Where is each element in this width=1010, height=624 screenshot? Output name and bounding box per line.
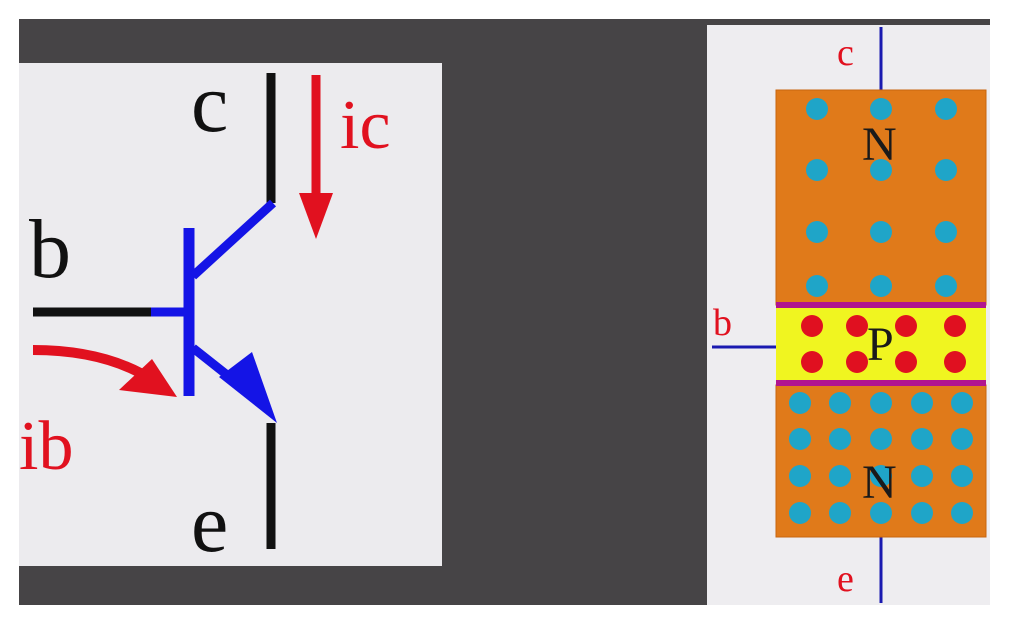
electron (951, 392, 973, 414)
ic-arrow-icon (299, 193, 333, 239)
electron (829, 392, 851, 414)
electron (789, 428, 811, 450)
electron (951, 428, 973, 450)
electron (870, 465, 892, 487)
hole (944, 351, 966, 373)
electron (789, 502, 811, 524)
hole (944, 315, 966, 337)
collector-diagonal (189, 199, 277, 280)
collector-label: c (837, 32, 854, 74)
lower-junction-boundary (776, 380, 986, 386)
electron (935, 221, 957, 243)
electron (870, 159, 892, 181)
electron (935, 159, 957, 181)
emitter-label: e (191, 477, 228, 566)
emitter-arrow-icon (219, 352, 277, 423)
collector-current-label: ic (340, 87, 391, 164)
electron (806, 98, 828, 120)
electron (870, 98, 892, 120)
collector-electrons (806, 98, 957, 297)
electron (789, 392, 811, 414)
top-region-label: N (862, 118, 897, 171)
electron (935, 275, 957, 297)
electron (789, 465, 811, 487)
hole (895, 351, 917, 373)
npn-structure-panel: c b e N P N (707, 25, 990, 605)
middle-region-label: P (867, 318, 894, 371)
electron (911, 392, 933, 414)
transistor-symbol-panel: c b e ic ib (19, 63, 442, 566)
hole (846, 315, 868, 337)
electron (829, 428, 851, 450)
base-label: b (713, 302, 732, 344)
electron (951, 465, 973, 487)
electron (911, 502, 933, 524)
upper-junction-boundary (776, 302, 986, 308)
collector-n-region (775, 89, 987, 306)
hole (801, 351, 823, 373)
emitter-label: e (837, 558, 854, 600)
electron (951, 502, 973, 524)
electron (806, 275, 828, 297)
electron (911, 465, 933, 487)
electron (870, 221, 892, 243)
bottom-region-label: N (862, 456, 897, 509)
electron (806, 159, 828, 181)
electron (935, 98, 957, 120)
electron (870, 502, 892, 524)
base-label: b (29, 203, 71, 296)
electron (829, 465, 851, 487)
base-holes (801, 315, 966, 373)
collector-label: c (191, 63, 228, 150)
electron (870, 275, 892, 297)
ib-arrow-icon (119, 359, 177, 397)
electron (870, 392, 892, 414)
hole (895, 315, 917, 337)
electron (870, 428, 892, 450)
transistor-symbol-diagram: c b e ic ib (19, 63, 391, 566)
electron (806, 221, 828, 243)
hole (801, 315, 823, 337)
emitter-electrons (789, 392, 973, 524)
hole (846, 351, 868, 373)
electron (911, 428, 933, 450)
video-frame: c b e ic ib (19, 19, 990, 605)
base-current-label: ib (19, 408, 73, 485)
npn-structure-diagram: c b e N P N (712, 27, 987, 603)
electron (829, 502, 851, 524)
